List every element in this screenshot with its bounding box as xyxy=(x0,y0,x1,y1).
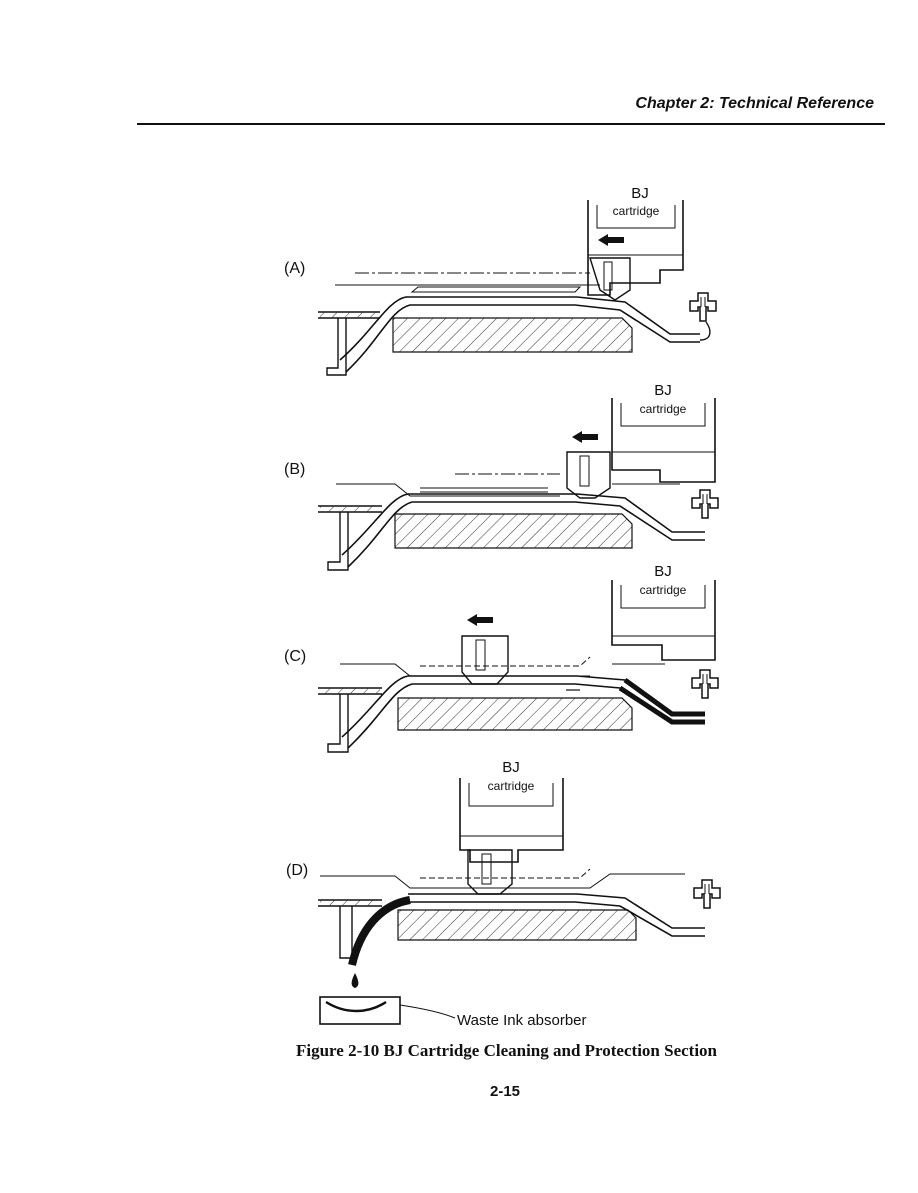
cartridge-b-label: cartridge xyxy=(639,402,687,416)
panel-label-a: (A) xyxy=(284,260,306,277)
panel-c-drawing xyxy=(318,580,719,753)
cartridge-c-label: cartridge xyxy=(639,583,687,597)
cartridge-d-bj-label: BJ xyxy=(502,759,520,776)
cartridge-d-label: cartridge xyxy=(487,779,535,793)
panel-label-b: (B) xyxy=(284,461,306,478)
panel-label-d: (D) xyxy=(286,862,309,879)
panel-d-drawing xyxy=(318,778,721,1025)
cartridge-a-label: cartridge xyxy=(612,204,660,218)
cartridge-c-bj-label: BJ xyxy=(654,563,672,580)
cartridge-b-bj-label: BJ xyxy=(654,382,672,399)
waste-ink-absorber-label: Waste Ink absorber xyxy=(457,1012,587,1029)
chapter-title: Chapter 2: Technical Reference xyxy=(635,95,874,112)
cartridge-a-bj-label: BJ xyxy=(631,185,649,202)
header-divider xyxy=(137,123,885,125)
page-number: 2-15 xyxy=(490,1083,521,1100)
figure-caption: Figure 2-10 BJ Cartridge Cleaning and Pr… xyxy=(295,1041,718,1060)
panel-b-drawing xyxy=(318,398,719,571)
panel-a-drawing xyxy=(318,200,717,376)
panel-label-c: (C) xyxy=(284,648,307,665)
